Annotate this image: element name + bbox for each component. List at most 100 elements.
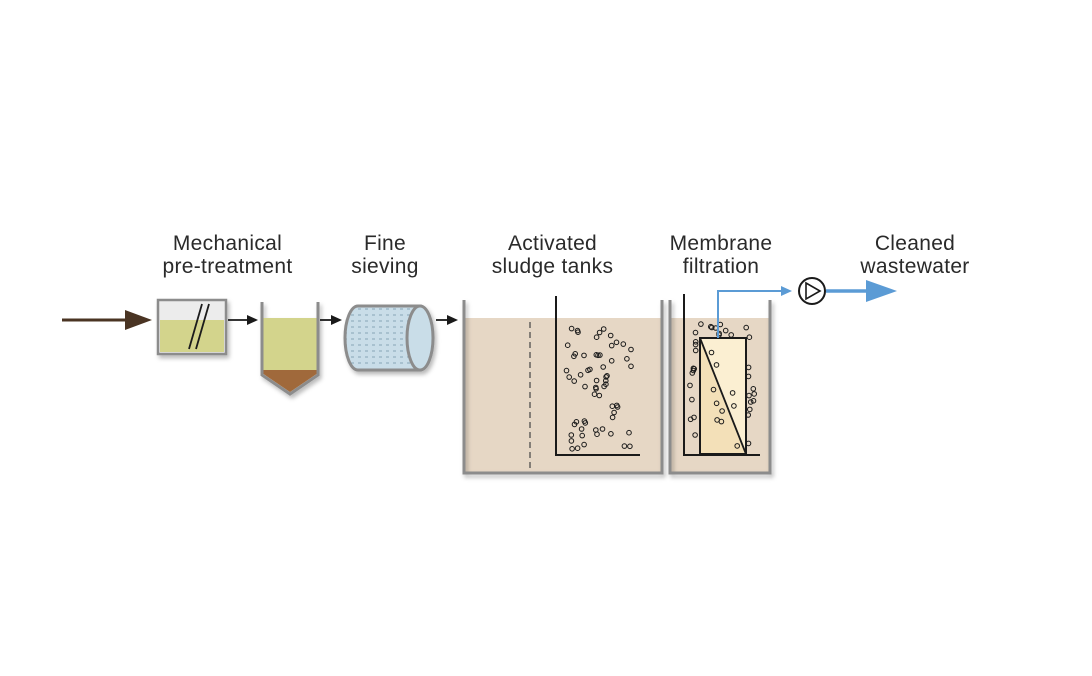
air-bubble xyxy=(594,431,600,438)
air-bubble xyxy=(581,352,587,359)
air-bubble xyxy=(709,324,715,331)
air-bubble xyxy=(568,325,575,332)
permeate-line xyxy=(717,286,792,338)
air-bubble xyxy=(708,349,715,356)
air-bubble xyxy=(597,352,603,358)
air-bubble xyxy=(600,364,607,370)
air-bubble xyxy=(745,412,752,418)
air-bubble xyxy=(611,409,617,416)
membrane-module xyxy=(699,337,747,455)
air-bubble xyxy=(571,378,578,384)
membrane-bubbles xyxy=(687,321,758,449)
air-bubble xyxy=(750,398,757,404)
air-bubble xyxy=(563,367,570,374)
air-bubble xyxy=(627,443,633,450)
air-bubble xyxy=(691,414,697,421)
air-bubble xyxy=(722,327,729,334)
label-cleaned: Cleaned wastewater xyxy=(860,232,970,278)
air-bubble xyxy=(608,342,615,349)
air-bubble xyxy=(731,403,737,409)
air-bubble xyxy=(626,429,632,436)
air-bubble xyxy=(613,339,620,346)
air-bubble xyxy=(689,396,695,403)
air-bubble xyxy=(572,351,579,357)
air-bubble xyxy=(568,432,575,438)
air-bubble xyxy=(692,329,699,336)
air-bubble xyxy=(608,358,615,364)
influent-arrow-icon xyxy=(62,310,152,330)
air-bubble xyxy=(593,334,600,341)
air-bubble xyxy=(628,346,634,353)
air-bubble xyxy=(579,432,586,439)
aeration-bubbles xyxy=(563,325,634,452)
air-bubble xyxy=(577,372,584,378)
air-bubble xyxy=(585,367,591,374)
air-bubble xyxy=(574,445,581,452)
air-bubble xyxy=(687,382,693,389)
label-sieving: Fine sieving xyxy=(351,232,419,278)
air-bubble xyxy=(743,324,750,331)
air-bubble xyxy=(591,391,598,398)
air-bubble xyxy=(614,402,620,409)
air-bubble xyxy=(746,334,753,341)
bar-screen-icon xyxy=(156,298,228,356)
air-bubble xyxy=(569,446,575,452)
air-bubble xyxy=(746,392,752,399)
air-bubble xyxy=(593,377,600,384)
air-bubble xyxy=(745,364,752,371)
air-bubble xyxy=(620,341,627,347)
air-bubble xyxy=(600,326,607,332)
flow-arrow-1-icon xyxy=(228,315,258,325)
air-bubble xyxy=(609,414,616,421)
drum-sieve-icon xyxy=(343,304,435,372)
air-bubble xyxy=(745,373,752,380)
label-mechanical: Mechanical pre-treatment xyxy=(162,232,293,278)
air-bubble xyxy=(603,374,609,380)
air-bubble xyxy=(621,443,628,449)
air-bubble xyxy=(568,438,575,444)
air-bubble xyxy=(603,381,609,388)
air-bubble xyxy=(750,386,757,392)
air-bubble xyxy=(581,441,587,448)
air-bubble xyxy=(599,426,606,432)
air-bubble xyxy=(581,418,588,424)
air-bubble xyxy=(751,391,758,397)
flow-arrow-2-icon xyxy=(320,315,342,325)
effluent-arrow-icon xyxy=(826,280,897,302)
sedimentation-tank-icon xyxy=(260,302,320,396)
air-bubble xyxy=(728,332,735,338)
air-bubble xyxy=(578,426,585,432)
air-bubble xyxy=(713,400,720,407)
air-bubble xyxy=(692,347,699,354)
air-bubble xyxy=(596,392,603,399)
air-bubble xyxy=(624,356,630,362)
air-bubble xyxy=(692,341,699,348)
air-bubble xyxy=(745,440,752,447)
air-bubble xyxy=(595,352,601,359)
flow-arrow-3-icon xyxy=(436,315,458,325)
air-bubble xyxy=(713,362,720,368)
air-bubble xyxy=(747,399,754,405)
air-bubble xyxy=(604,373,610,379)
label-activated: Activated sludge tanks xyxy=(491,232,614,278)
air-bubble xyxy=(574,327,581,334)
air-bubble xyxy=(729,390,736,396)
aeration-baffle xyxy=(555,296,640,456)
activated-sludge-tank xyxy=(462,296,664,475)
air-bubble xyxy=(603,377,609,384)
air-bubble xyxy=(692,339,699,345)
air-bubble xyxy=(564,342,571,349)
label-membrane: Membrane filtration xyxy=(669,232,773,278)
air-bubble xyxy=(714,417,720,423)
air-bubble xyxy=(607,332,614,339)
air-bubble xyxy=(582,383,588,390)
air-bubble xyxy=(692,432,698,438)
air-bubble xyxy=(698,321,704,327)
air-bubble xyxy=(628,363,634,370)
air-bubble xyxy=(708,323,714,330)
air-bubble xyxy=(734,443,741,449)
pump-icon xyxy=(798,277,826,305)
air-bubble xyxy=(747,406,753,413)
air-bubble xyxy=(719,408,725,414)
